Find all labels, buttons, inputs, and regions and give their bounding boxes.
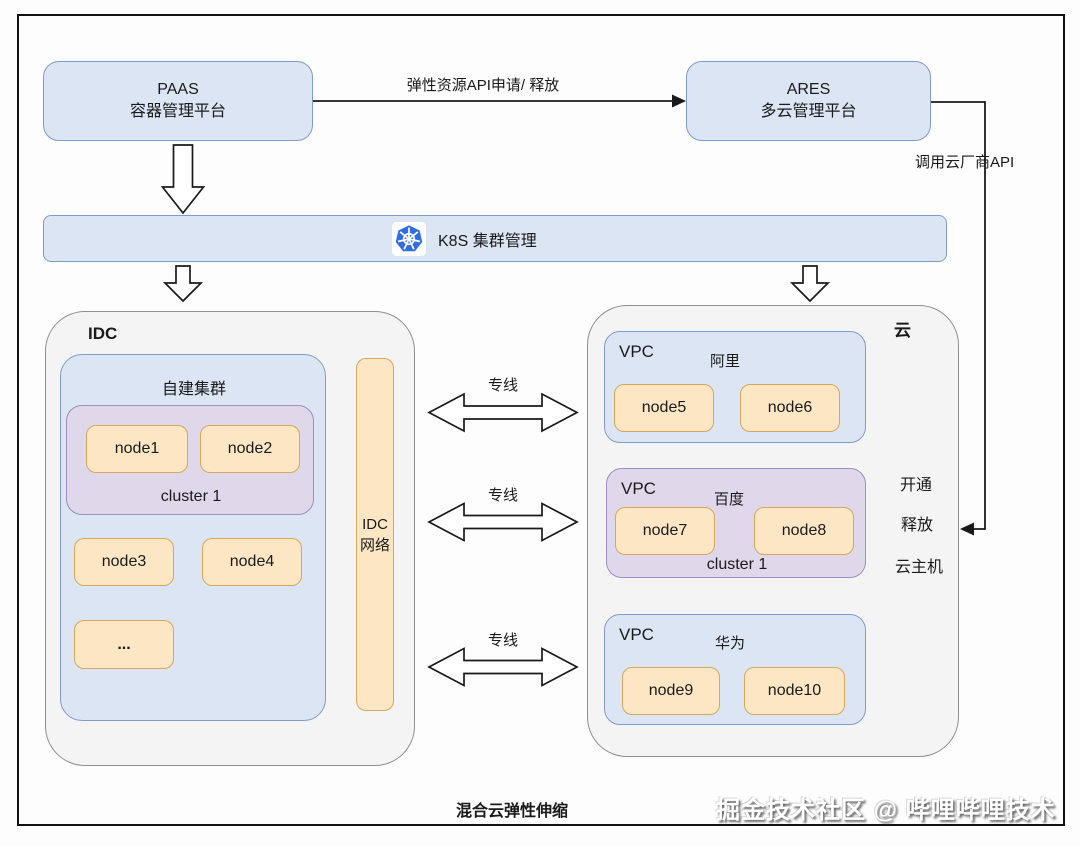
node-box: node6 bbox=[740, 384, 840, 432]
api-request-release-label: 弹性资源API申请/ 释放 bbox=[406, 77, 560, 94]
self-built-cluster-box: 自建集群 node1 node2 cluster 1 node3 node4 .… bbox=[60, 354, 326, 721]
idc-network-bar: IDC 网络 bbox=[356, 358, 394, 711]
paas-title: PAAS bbox=[157, 81, 199, 98]
vpc-provider-baidu: 百度 bbox=[714, 491, 745, 508]
idc-cluster1-box: node1 node2 cluster 1 bbox=[66, 405, 314, 515]
side-label-open: 开通 bbox=[900, 477, 933, 494]
node-box: node5 bbox=[614, 384, 714, 432]
vpc-baidu-box: VPC 百度 node7 node8 cluster 1 bbox=[606, 468, 866, 578]
node-box: node3 bbox=[74, 538, 174, 586]
side-label-cloud-host: 云主机 bbox=[895, 559, 944, 576]
ares-subtitle: 多云管理平台 bbox=[760, 103, 857, 120]
diagram-caption: 混合云弹性伸缩 bbox=[455, 803, 568, 820]
node-box: node10 bbox=[744, 667, 845, 715]
watermark: 掘金技术社区 @ 哔哩哔哩技术 bbox=[716, 797, 1056, 824]
vpc-label: VPC bbox=[619, 625, 654, 644]
cloud-container: 云 VPC 阿里 node5 node6 VPC 百度 node7 node8 … bbox=[587, 305, 959, 757]
cloud-cluster1-label: cluster 1 bbox=[706, 556, 768, 573]
self-built-cluster-title: 自建集群 bbox=[161, 381, 226, 398]
node-box: node9 bbox=[622, 667, 720, 715]
side-label-release: 释放 bbox=[901, 517, 934, 534]
ares-title: ARES bbox=[786, 81, 831, 98]
more-nodes-box: ... bbox=[74, 620, 174, 669]
dedicated-line-label-3: 专线 bbox=[487, 632, 518, 649]
k8s-cluster-management-bar: K8S 集群管理 bbox=[43, 215, 947, 262]
ares-platform-box: ARES 多云管理平台 bbox=[686, 61, 931, 141]
node-box: node2 bbox=[200, 425, 300, 473]
idc-container: IDC 自建集群 node1 node2 cluster 1 node3 nod… bbox=[45, 311, 415, 766]
idc-network-line1: IDC bbox=[362, 515, 388, 533]
diagram-frame bbox=[17, 14, 1065, 826]
vpc-label: VPC bbox=[621, 479, 656, 498]
vpc-provider-ali: 阿里 bbox=[710, 353, 741, 370]
vpc-label: VPC bbox=[619, 342, 654, 361]
cloud-title: 云 bbox=[894, 321, 911, 340]
idc-title: IDC bbox=[88, 324, 118, 343]
idc-network-line2: 网络 bbox=[359, 536, 390, 554]
vpc-ali-box: VPC 阿里 node5 node6 bbox=[604, 331, 866, 443]
node-box: node8 bbox=[754, 507, 854, 555]
paas-platform-box: PAAS 容器管理平台 bbox=[43, 61, 313, 141]
dedicated-line-label-2: 专线 bbox=[487, 487, 518, 504]
vpc-provider-huawei: 华为 bbox=[715, 635, 746, 652]
idc-cluster1-label: cluster 1 bbox=[160, 488, 222, 505]
dedicated-line-label-1: 专线 bbox=[487, 377, 518, 394]
paas-subtitle: 容器管理平台 bbox=[129, 103, 226, 120]
node-box: node1 bbox=[86, 425, 188, 473]
vpc-huawei-box: VPC 华为 node9 node10 bbox=[604, 614, 866, 725]
k8s-bar-label: K8S 集群管理 bbox=[438, 232, 537, 250]
node-box: node7 bbox=[615, 507, 715, 555]
node-box: node4 bbox=[202, 538, 302, 586]
vendor-api-label: 调用云厂商API bbox=[915, 154, 1015, 171]
kubernetes-icon bbox=[392, 221, 426, 256]
